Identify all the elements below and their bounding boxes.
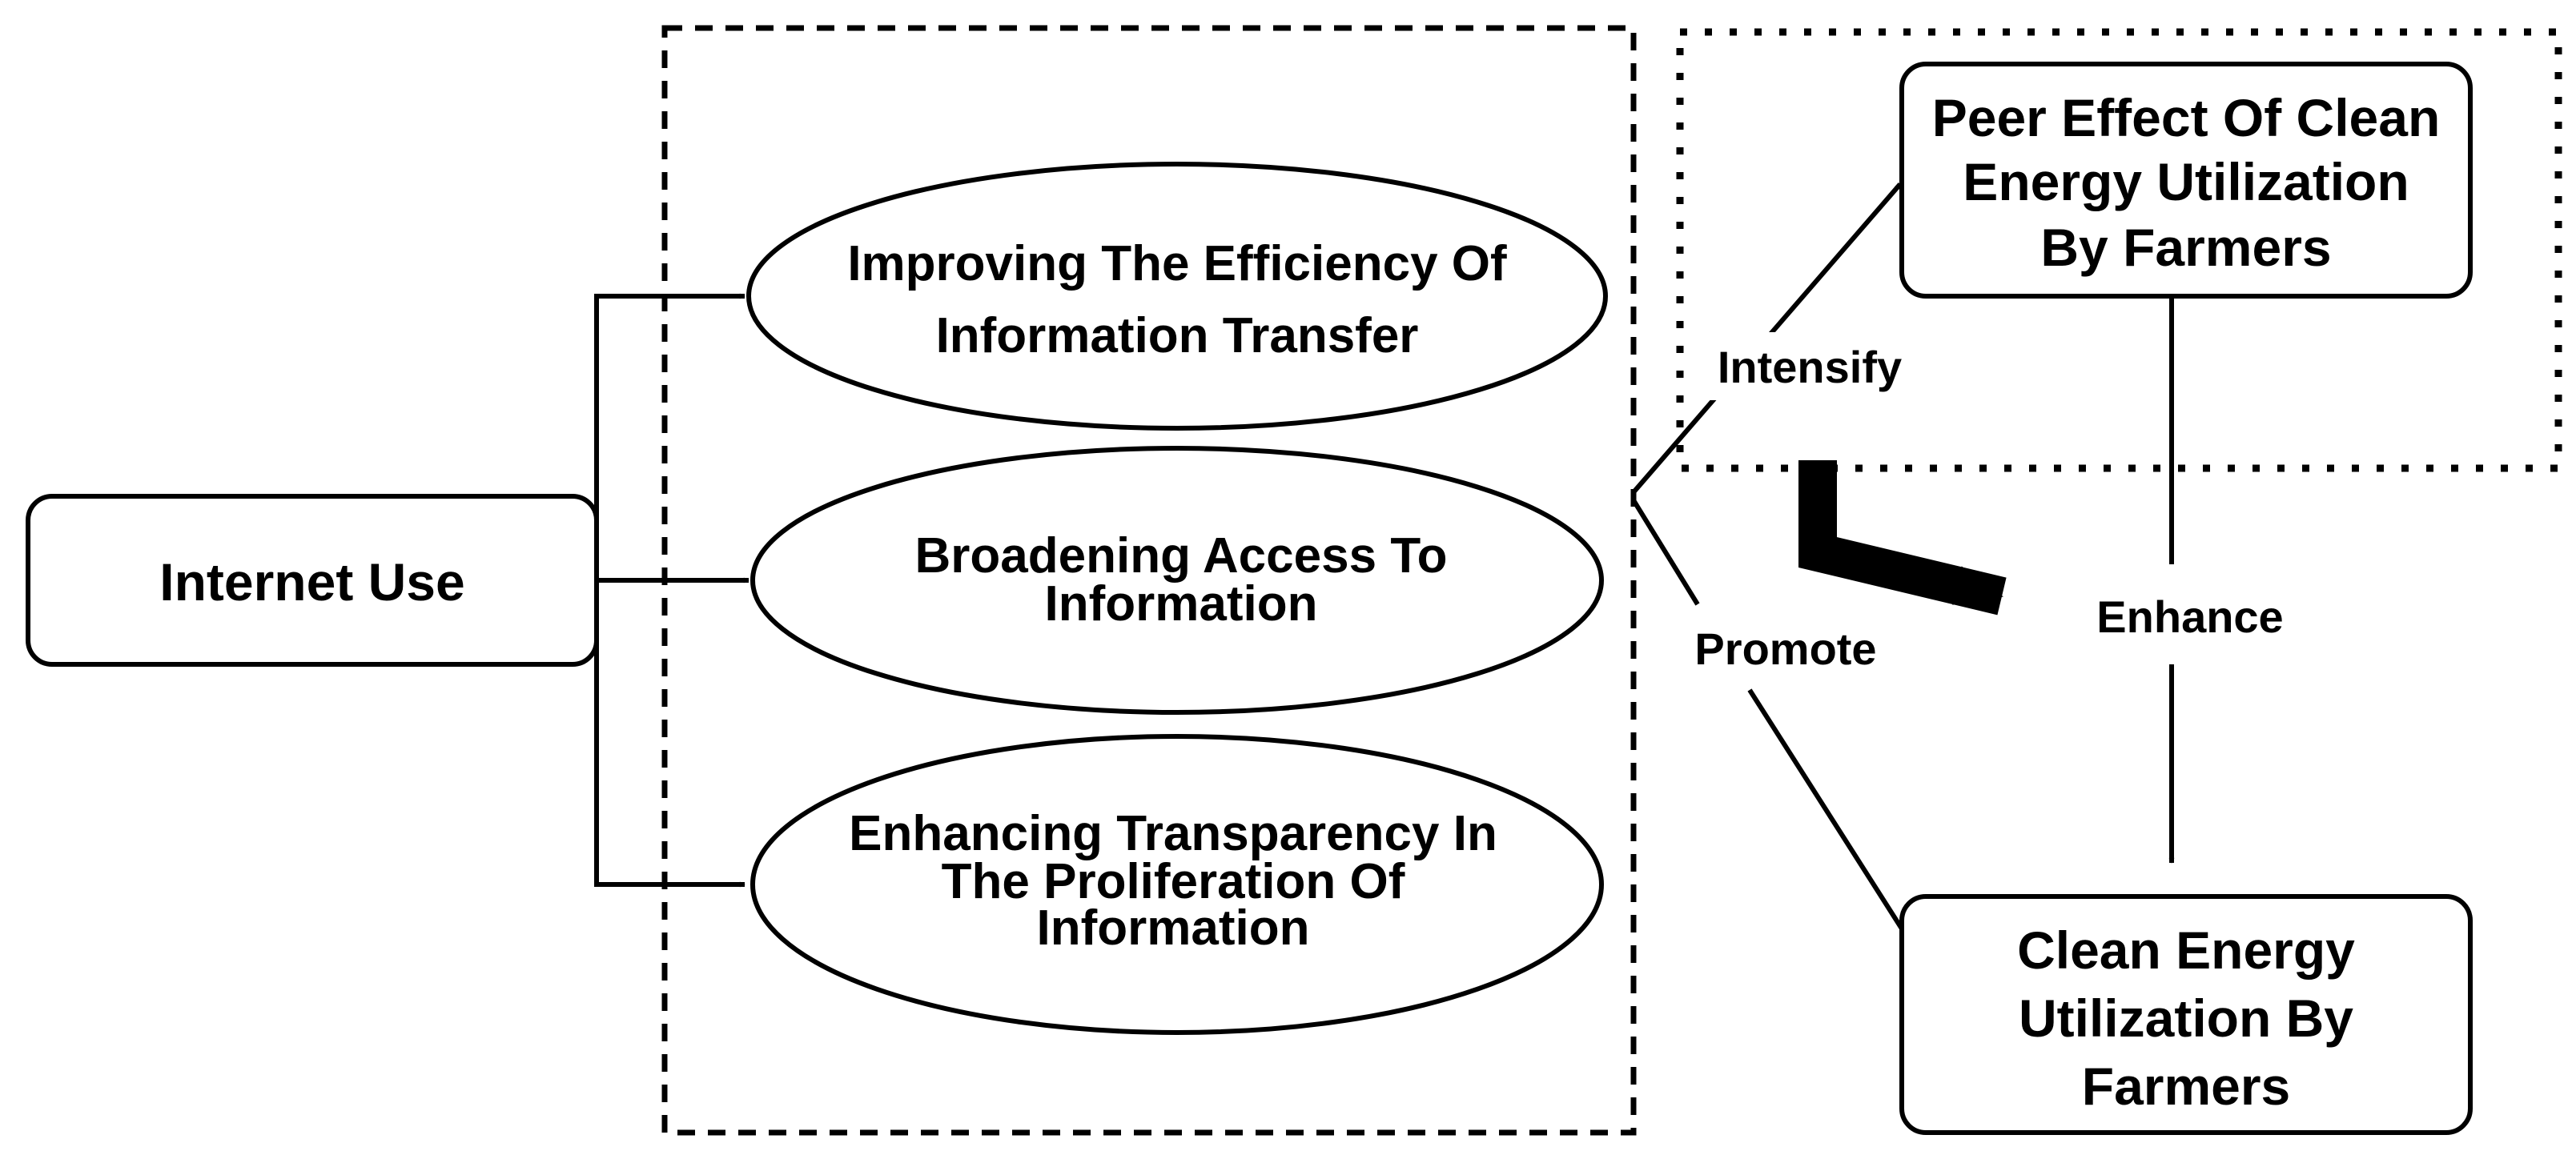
mechanism-3-line-1: Enhancing Transparency In: [849, 806, 1497, 861]
mechanism-3-line-2: The Proliferation Of: [942, 854, 1405, 909]
promote-arrow: [1747, 688, 1907, 934]
mechanism-1-line-2: Information Transfer: [936, 308, 1419, 363]
peer-effect-node: [1899, 62, 2473, 299]
enhance-label: Enhance: [2096, 592, 2283, 642]
peer-effect-group-box: [1676, 28, 2562, 472]
peer-effect-line-1: Peer Effect Of Clean: [1932, 88, 2441, 147]
mechanism-1-line-1: Improving The Efficiency Of: [847, 236, 1507, 291]
internet-use-label: Internet Use: [159, 552, 464, 612]
mechanism-2-node: [750, 446, 1604, 715]
mechanism-3-line-3: Information: [1037, 900, 1310, 956]
promote-arrow-start: [1631, 499, 1700, 606]
mechanism-3-node: [750, 734, 1604, 1035]
peer-effect-line-2: Energy Utilization: [1963, 152, 2409, 211]
intensify-label-bg: [1698, 332, 1918, 400]
clean-energy-line-1: Clean Energy: [2017, 920, 2355, 980]
mechanism-2-line-1: Broadening Access To: [915, 528, 1448, 584]
clean-energy-line-2: Utilization By: [2019, 989, 2353, 1048]
promote-label: Promote: [1694, 624, 1876, 674]
moderation-arrow: [1798, 460, 2007, 616]
clean-energy-node: [1899, 894, 2473, 1135]
intensify-label: Intensify: [1718, 342, 1902, 392]
peer-effect-line-3: By Farmers: [2040, 218, 2331, 277]
clean-energy-line-3: Farmers: [2082, 1057, 2291, 1116]
mechanism-1-node: [746, 162, 1608, 431]
mechanism-2-line-2: Information: [1045, 576, 1318, 632]
